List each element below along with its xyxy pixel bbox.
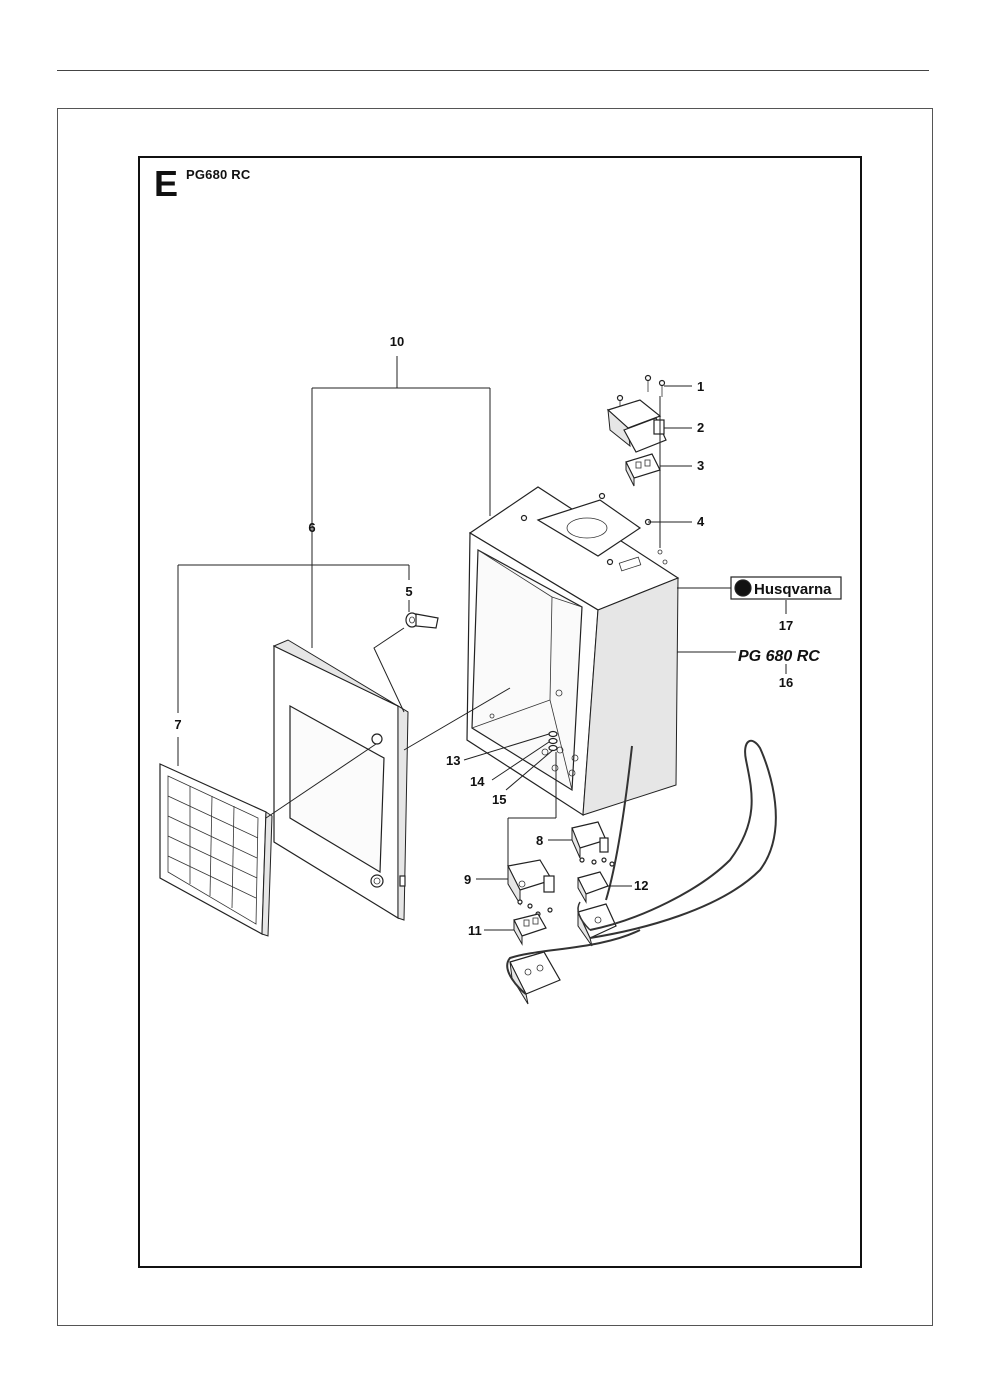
callout-6: 6 xyxy=(308,520,315,535)
cables xyxy=(506,739,777,995)
callout-14: 14 xyxy=(470,774,485,789)
model-title: PG680 RC xyxy=(186,167,251,182)
cabinet-body xyxy=(466,486,680,817)
callout-17: 17 xyxy=(779,618,793,633)
door-panel xyxy=(272,639,409,921)
callout-15: 15 xyxy=(492,792,506,807)
top-plate-screws xyxy=(520,492,652,566)
callout-13: 13 xyxy=(446,753,460,768)
washers-nuts xyxy=(548,730,558,752)
callout-3: 3 xyxy=(697,458,704,473)
top-screws xyxy=(616,374,666,410)
connector-insert-12 xyxy=(577,871,609,904)
husqvarna-decal: Husqvarna xyxy=(730,576,842,600)
diagram-frame xyxy=(138,156,862,1268)
callout-7: 7 xyxy=(174,717,181,732)
callout-1: 1 xyxy=(697,379,704,394)
callout-2: 2 xyxy=(697,420,704,435)
top-rule xyxy=(57,70,929,71)
model-decal: PG 680 RC xyxy=(738,648,820,665)
plug-lower xyxy=(509,951,561,1005)
door-lock xyxy=(405,612,439,629)
husqvarna-logo-text: Husqvarna xyxy=(754,581,832,598)
callout-9: 9 xyxy=(464,872,471,887)
connector-insert-top xyxy=(625,453,661,487)
section-letter: E xyxy=(154,163,179,204)
callout-5: 5 xyxy=(405,584,412,599)
leader-lines xyxy=(177,356,787,931)
ventilation-grille xyxy=(159,763,273,937)
callout-16: 16 xyxy=(779,675,793,690)
callout-11: 11 xyxy=(468,923,482,938)
callout-12: 12 xyxy=(634,878,648,893)
model-decal-text: PG 680 RC xyxy=(738,648,820,665)
callout-4: 4 xyxy=(697,514,705,529)
connector-housing-8 xyxy=(571,821,615,867)
connector-insert-11 xyxy=(513,913,547,946)
callout-8: 8 xyxy=(536,833,543,848)
connector-housing-top xyxy=(606,399,667,453)
page-frame xyxy=(57,108,933,1326)
connector-housing-9 xyxy=(507,859,555,917)
callout-10: 10 xyxy=(390,334,404,349)
callout-labels: 10 1 2 3 4 6 5 17 16 7 13 14 15 8 9 12 1… xyxy=(174,334,793,938)
